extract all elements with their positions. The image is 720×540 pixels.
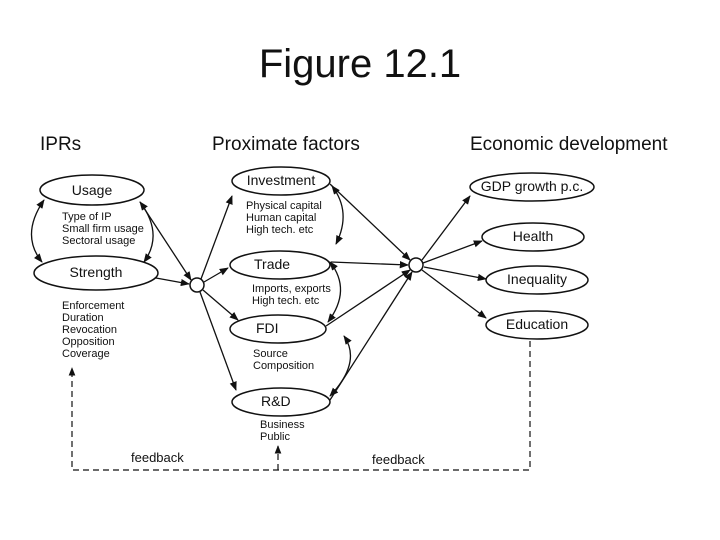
inequality-label: Inequality bbox=[507, 271, 567, 287]
usage-label: Usage bbox=[72, 182, 113, 198]
hub-to-gdp-arrow bbox=[421, 195, 471, 261]
investment-to-hub-arrow bbox=[329, 183, 411, 261]
education-label: Education bbox=[506, 316, 568, 332]
investment-node bbox=[231, 166, 331, 196]
investment-trade-arrow bbox=[331, 185, 344, 245]
feedback-loop-line bbox=[68, 341, 531, 471]
investment-detail-2: Human capital bbox=[246, 212, 316, 224]
rd-to-hub-arrow bbox=[329, 271, 413, 401]
trade-fdi-arrow bbox=[327, 261, 342, 323]
hub-to-education-arrow bbox=[421, 269, 487, 319]
gdp-node bbox=[469, 172, 595, 202]
trade-detail-1: Imports, exports bbox=[252, 283, 331, 295]
usage-detail-3: Sectoral usage bbox=[62, 235, 135, 247]
trade-to-hub-arrow bbox=[330, 261, 409, 269]
rd-detail-1: Business bbox=[260, 419, 305, 431]
trade-label: Trade bbox=[254, 256, 290, 272]
fdi-rd-arrow bbox=[329, 335, 352, 397]
strength-label: Strength bbox=[70, 264, 123, 280]
usage-to-hub-arrow bbox=[139, 201, 192, 281]
education-node bbox=[485, 310, 589, 340]
fdi-to-hub-arrow bbox=[325, 269, 411, 327]
slide-title: Figure 12.1 bbox=[258, 42, 462, 86]
hub-to-fdi-arrow bbox=[202, 289, 239, 321]
fdi-detail-2: Composition bbox=[253, 360, 314, 372]
inequality-node bbox=[485, 265, 589, 295]
hub-to-trade-arrow bbox=[203, 267, 229, 283]
strength-detail-5: Coverage bbox=[62, 348, 110, 360]
usage-strength-left-arrow bbox=[30, 199, 45, 263]
strength-detail-3: Revocation bbox=[62, 324, 117, 336]
right-hub bbox=[408, 257, 424, 273]
strength-to-hub-arrow bbox=[155, 277, 190, 287]
investment-label: Investment bbox=[247, 172, 316, 188]
health-label: Health bbox=[513, 228, 553, 244]
strength-detail-1: Enforcement bbox=[62, 300, 124, 312]
health-node bbox=[481, 222, 585, 252]
strength-node bbox=[33, 255, 159, 291]
hub-to-health-arrow bbox=[422, 240, 483, 264]
strength-detail-4: Opposition bbox=[62, 336, 115, 348]
header-proximate-factors: Proximate factors bbox=[212, 134, 360, 155]
strength-detail-2: Duration bbox=[62, 312, 104, 324]
fdi-detail-1: Source bbox=[253, 348, 288, 360]
fdi-label: FDI bbox=[256, 320, 279, 336]
investment-detail-1: Physical capital bbox=[246, 200, 322, 212]
hub-to-investment-arrow bbox=[200, 195, 233, 280]
left-hub bbox=[189, 277, 205, 293]
usage-detail-1: Type of IP bbox=[62, 211, 112, 223]
usage-detail-2: Small firm usage bbox=[62, 223, 144, 235]
rd-label: R&D bbox=[261, 393, 291, 409]
usage-node bbox=[39, 174, 145, 206]
header-economic-development: Economic development bbox=[470, 134, 668, 155]
investment-detail-3: High tech. etc bbox=[246, 224, 314, 236]
feedback-label-left: feedback bbox=[131, 450, 184, 465]
rd-detail-2: Public bbox=[260, 431, 290, 443]
hub-to-rd-arrow bbox=[199, 291, 237, 391]
hub-to-inequality-arrow bbox=[423, 266, 487, 282]
rd-node bbox=[231, 387, 331, 417]
fdi-node bbox=[229, 314, 327, 344]
header-iprs: IPRs bbox=[40, 134, 81, 155]
feedback-label-right: feedback bbox=[372, 452, 425, 467]
trade-detail-2: High tech. etc bbox=[252, 295, 320, 307]
gdp-label: GDP growth p.c. bbox=[481, 178, 583, 194]
